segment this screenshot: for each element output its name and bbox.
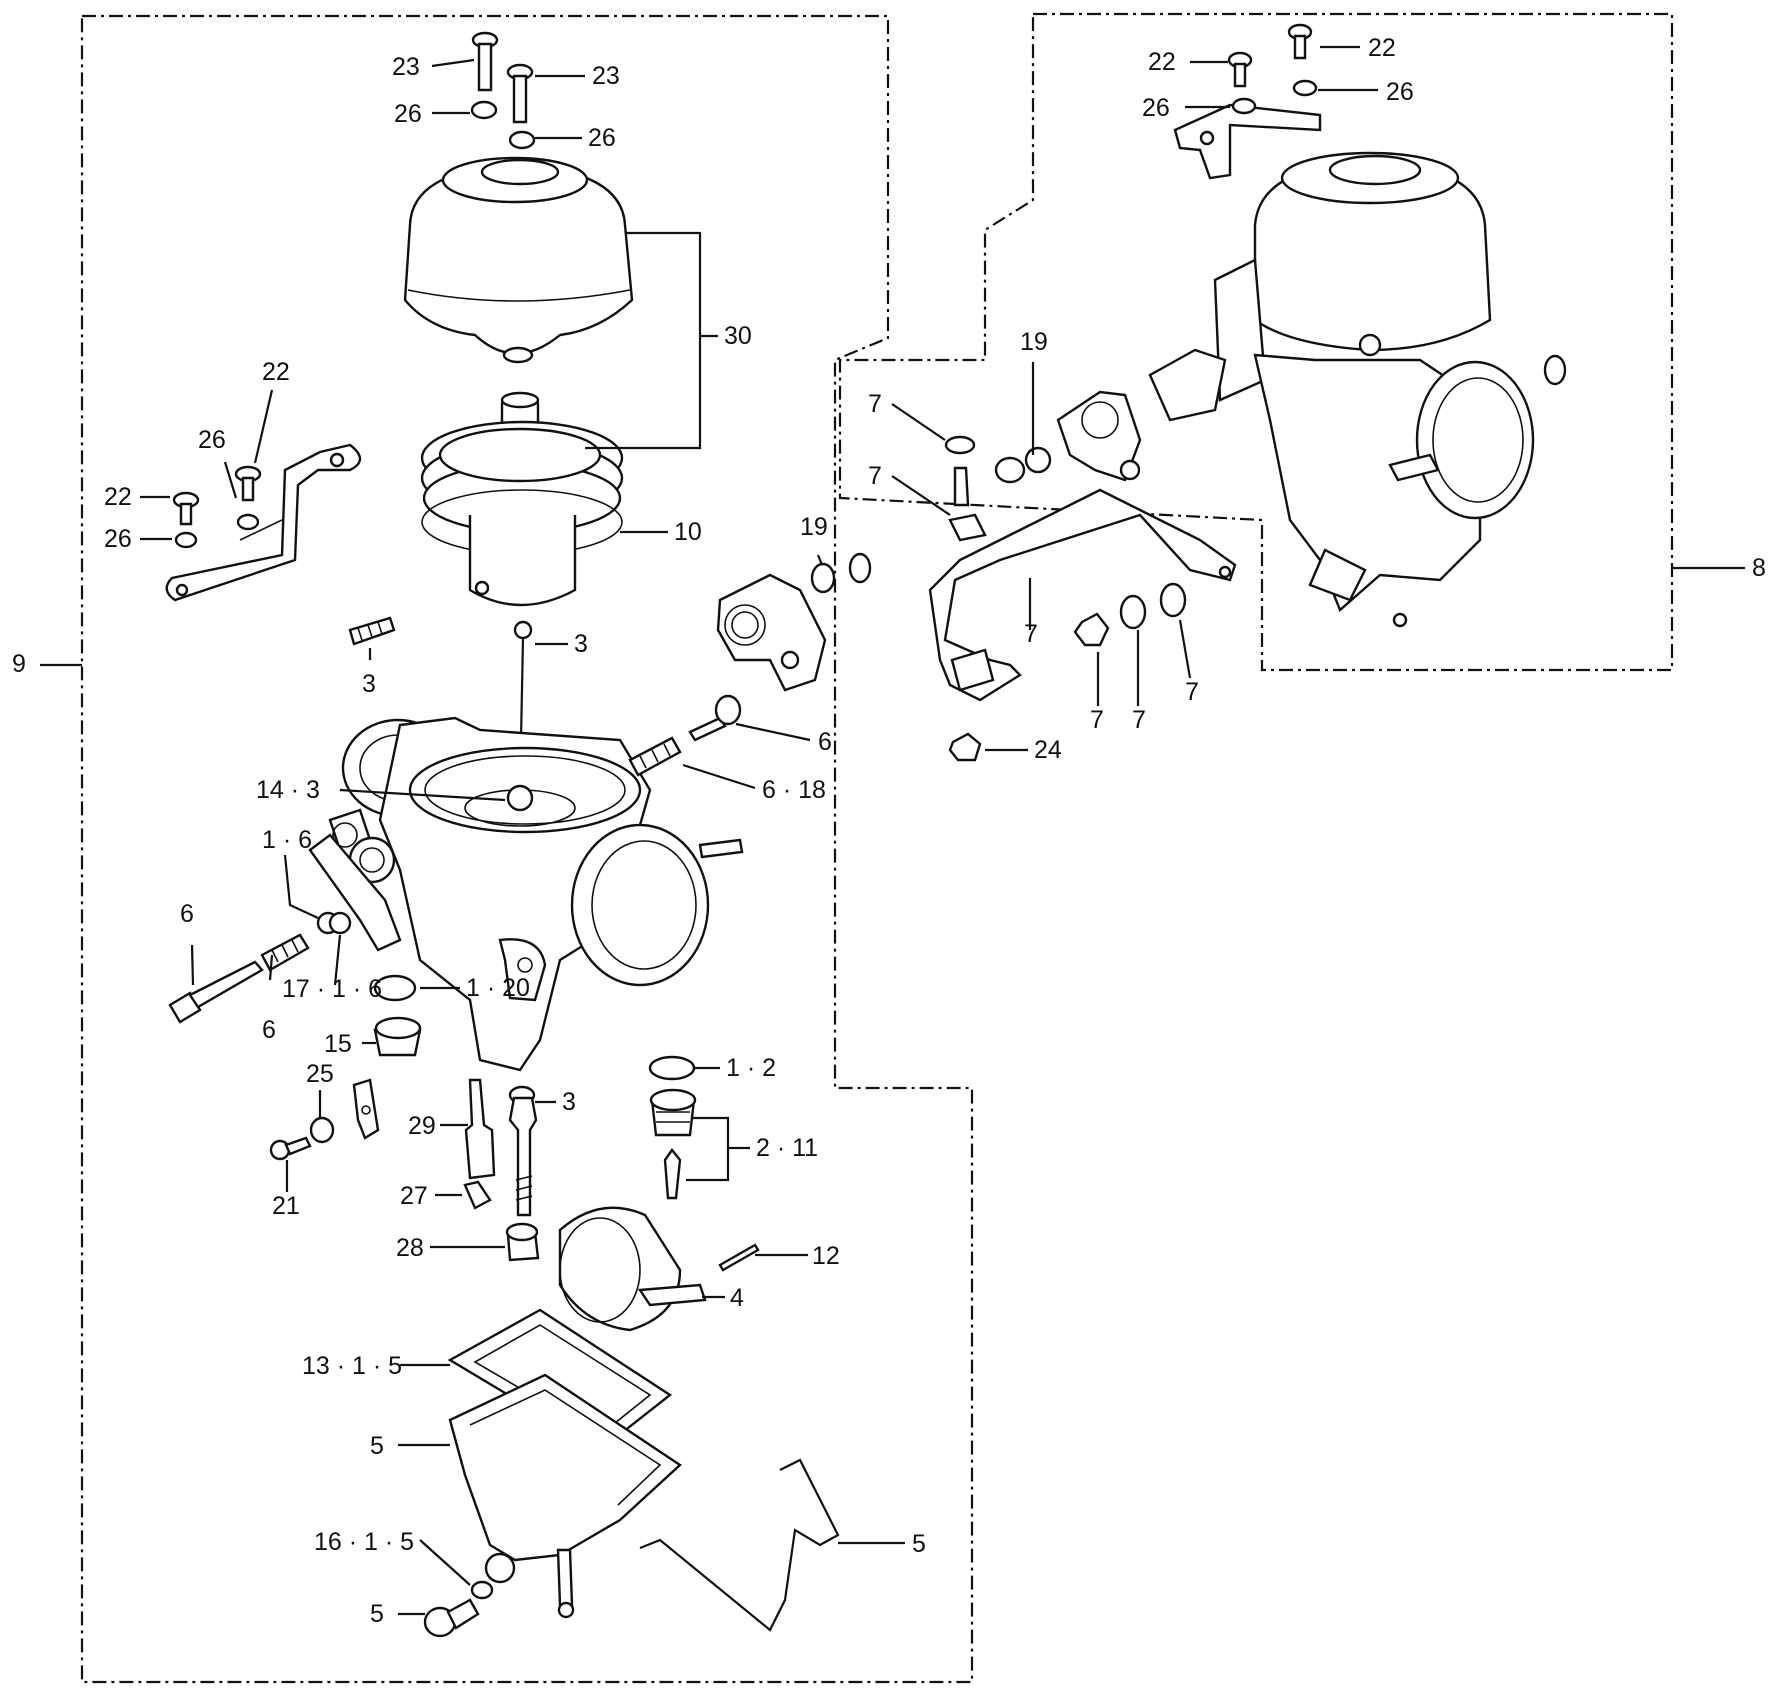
bracket-top-right — [1173, 23, 1322, 180]
callout-labels: 9 8 23 23 26 26 30 22 26 22 26 10 3 3 19… — [12, 34, 1766, 1628]
float — [558, 1206, 760, 1332]
label-6-18: 6 · 18 — [762, 776, 826, 804]
spring-small — [348, 616, 396, 646]
label-7: 7 — [868, 390, 882, 418]
label-26: 26 — [1142, 94, 1170, 122]
label-30: 30 — [724, 322, 752, 350]
label-24: 24 — [1034, 736, 1062, 764]
label-26: 26 — [588, 124, 616, 152]
label-22: 22 — [262, 358, 290, 386]
label-12: 12 — [812, 1242, 840, 1270]
label-14-3: 14 · 3 — [256, 776, 320, 804]
small-parts-left — [269, 1078, 380, 1161]
float-bowl-retaining-wire — [639, 1458, 840, 1632]
label-7: 7 — [1132, 706, 1146, 734]
label-22: 22 — [1368, 34, 1396, 62]
label-7: 7 — [868, 462, 882, 490]
label-1-6: 1 · 6 — [262, 826, 312, 854]
label-16-1-5: 16 · 1 · 5 — [314, 1528, 414, 1556]
pilot-screw — [168, 911, 352, 1024]
label-9: 9 — [12, 650, 26, 678]
label-10: 10 — [674, 518, 702, 546]
label-26: 26 — [198, 426, 226, 454]
throttle-linkage-right — [928, 390, 1237, 762]
label-7: 7 — [1090, 706, 1104, 734]
drain-plug-15 — [373, 1016, 422, 1057]
label-2-11: 2 · 11 — [756, 1134, 818, 1162]
label-25: 25 — [306, 1060, 334, 1088]
label-15: 15 — [324, 1030, 352, 1058]
label-26: 26 — [1386, 78, 1414, 106]
label-1-2: 1 · 2 — [726, 1054, 776, 1082]
label-19: 19 — [800, 513, 828, 541]
label-8: 8 — [1752, 554, 1766, 582]
float-valve-seat — [648, 1055, 697, 1200]
label-23: 23 — [592, 62, 620, 90]
label-22: 22 — [1148, 48, 1176, 76]
label-4: 4 — [730, 1284, 744, 1312]
label-6: 6 — [180, 900, 194, 928]
throttle-return-spring — [716, 552, 872, 692]
label-29: 29 — [408, 1112, 436, 1140]
carburetor-body — [308, 716, 744, 1072]
label-17-1-6: 17 · 1 · 6 — [282, 975, 382, 1003]
label-23: 23 — [392, 53, 420, 81]
label-28: 28 — [396, 1234, 424, 1262]
label-5: 5 — [370, 1432, 384, 1460]
piston-vacuum — [420, 391, 624, 607]
label-3: 3 — [362, 670, 376, 698]
assembly-boundaries — [80, 12, 1674, 1684]
label-7: 7 — [1024, 620, 1038, 648]
label-13-1-5: 13 · 1 · 5 — [302, 1352, 402, 1380]
screw-23-top — [470, 31, 536, 150]
label-6: 6 — [262, 1016, 276, 1044]
label-1-20: 1 · 20 — [466, 974, 530, 1002]
label-22: 22 — [104, 483, 132, 511]
o-ring — [373, 974, 417, 1002]
leader-lines — [40, 45, 1745, 1616]
label-26: 26 — [104, 525, 132, 553]
label-6: 6 — [818, 728, 832, 756]
label-5: 5 — [912, 1530, 926, 1558]
float-bowl — [447, 1308, 682, 1619]
label-3: 3 — [562, 1088, 576, 1116]
label-27: 27 — [400, 1182, 428, 1210]
drain-screw — [423, 1580, 494, 1638]
label-5: 5 — [370, 1600, 384, 1628]
throttle-arm-left — [165, 443, 362, 602]
label-3: 3 — [574, 630, 588, 658]
throttle-stop-screw — [628, 694, 742, 777]
label-19: 19 — [1020, 328, 1048, 356]
boundary-assembly-8 — [838, 12, 1674, 672]
air-cleaner-cover — [403, 156, 634, 364]
jets-group — [463, 1078, 540, 1262]
label-7: 7 — [1185, 678, 1199, 706]
carburetor-assembled-right — [1148, 151, 1567, 628]
label-21: 21 — [272, 1192, 300, 1220]
label-26: 26 — [394, 100, 422, 128]
